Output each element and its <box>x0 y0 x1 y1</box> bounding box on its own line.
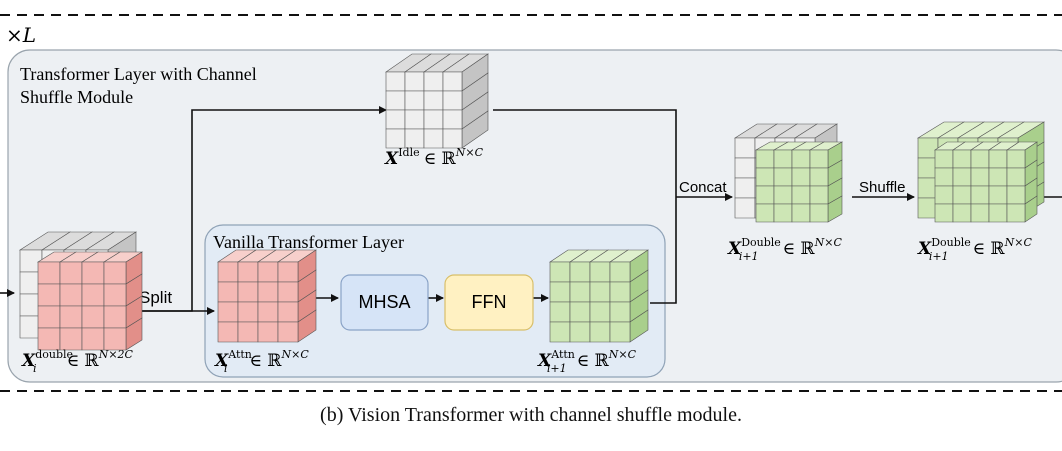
split-label: Split <box>139 288 172 307</box>
ffn-module <box>444 274 534 331</box>
outer-block-title-line1: Transformer Layer with Channel <box>20 64 257 84</box>
outer-block-title-line2: Shuffle Module <box>20 87 133 107</box>
concat-label: Concat <box>679 179 727 196</box>
shuffled-cube-front <box>934 141 1038 223</box>
attnout-to-concat-line <box>493 109 677 304</box>
figure-caption: (b) Vision Transformer with channel shuf… <box>320 404 742 426</box>
mhsa-module <box>340 274 429 331</box>
attn-out-cube <box>549 249 649 343</box>
attn-in-cube <box>217 249 317 343</box>
tensor-cubes <box>18 53 1046 351</box>
mhsa-label: MHSA <box>358 292 410 312</box>
idle-cube <box>385 53 489 149</box>
inner-block-title: Vanilla Transformer Layer <box>213 232 404 252</box>
repeat-marker: ×L <box>6 23 36 47</box>
tensor-label-idle: XIdle∈ ℝN×C <box>384 146 484 169</box>
shuffle-label: Shuffle <box>859 179 905 196</box>
input-cube-red <box>36 251 144 351</box>
ffn-label: FFN <box>472 292 507 312</box>
concat-cube-green <box>754 141 844 223</box>
